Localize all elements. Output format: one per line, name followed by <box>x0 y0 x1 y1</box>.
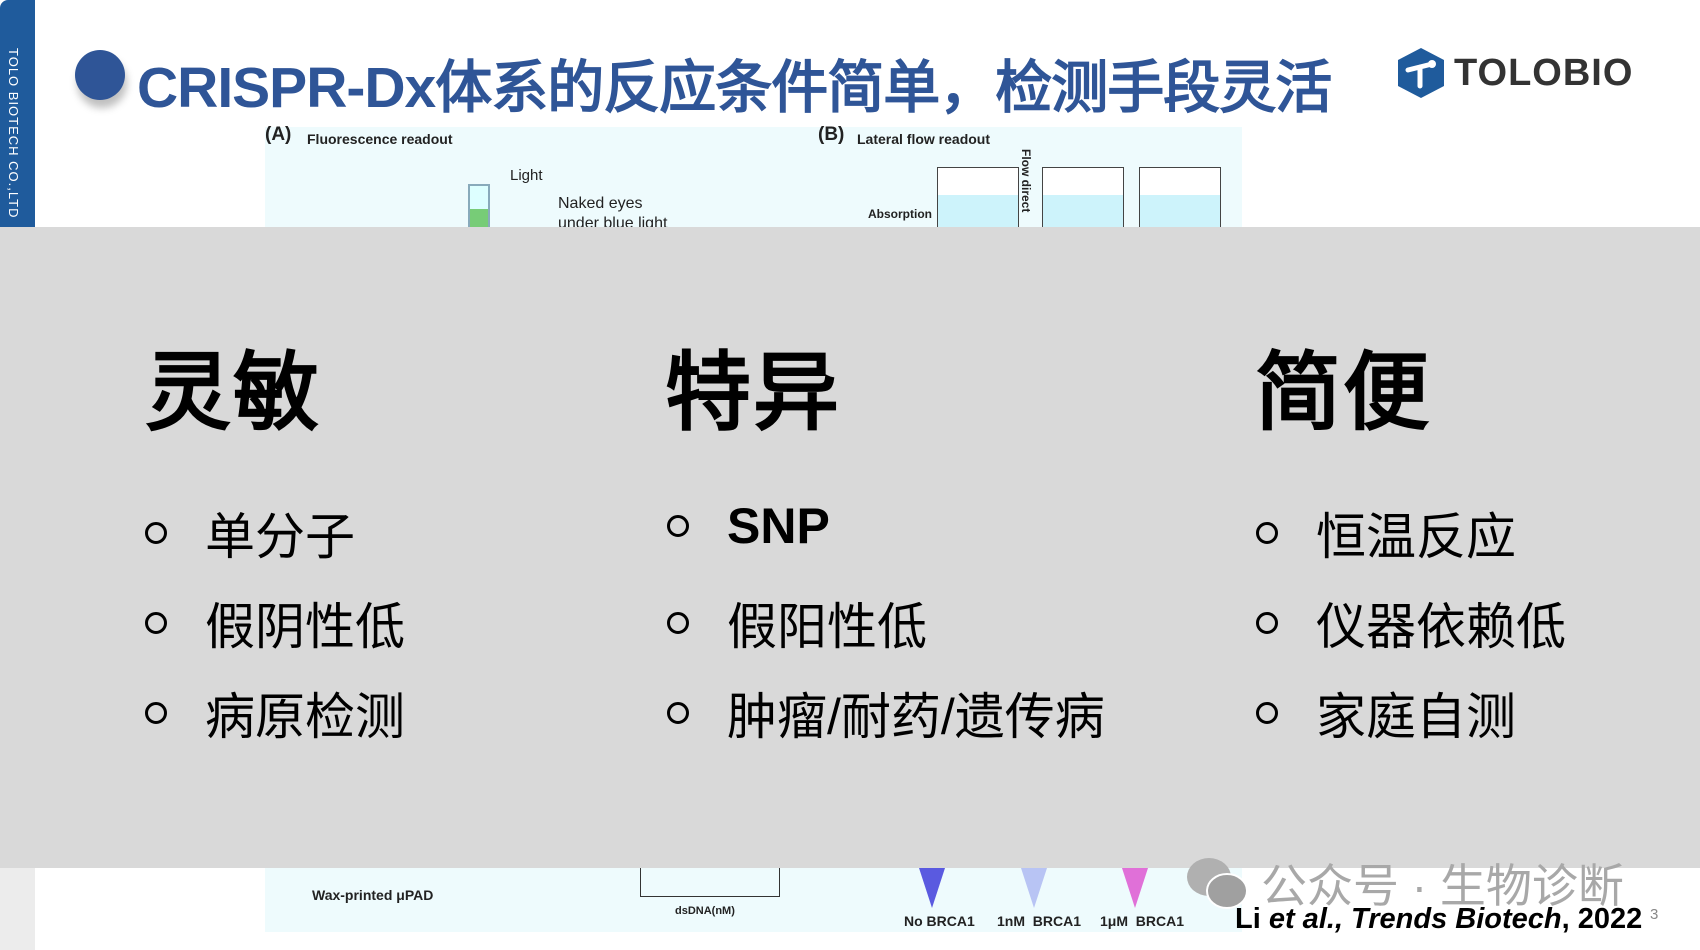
item-text: SNP <box>727 498 830 554</box>
watermark-text: 公众号 · 生物诊断 <box>1261 860 1624 912</box>
flow-label: Flow direct <box>1019 149 1033 213</box>
strip <box>937 167 1019 237</box>
strip <box>1042 167 1124 237</box>
item-text: 假阴性低 <box>205 599 405 655</box>
panel-a-title: Fluorescence readout <box>307 131 453 147</box>
summary-overlay: 灵敏 特异 简便 单分子 假阴性低 病原检测 SNP 假阳性低 肿瘤/耐药/遗传… <box>0 227 1700 868</box>
dsdna-label: dsDNA(nM) <box>675 905 735 917</box>
item-text: 仪器依赖低 <box>1316 599 1566 655</box>
title-bullet-icon <box>75 50 125 100</box>
bullet-icon <box>667 702 689 724</box>
bullet-icon <box>1256 702 1278 724</box>
list-item: 假阳性低 <box>667 587 927 659</box>
citation-year: , 2022 <box>1561 903 1643 935</box>
heading-simple: 简便 <box>1255 345 1431 441</box>
logo-text: TOLOBIO <box>1454 51 1634 94</box>
list-item: 仪器依赖低 <box>1256 587 1566 659</box>
citation-author: Li <box>1235 903 1269 935</box>
naked-eyes-label: Naked eyes <box>558 195 643 212</box>
list-item: 病原检测 <box>145 677 405 749</box>
tube-label: 1nM BRCA1 <box>997 913 1082 929</box>
sidebar-band <box>0 0 35 227</box>
bullet-icon <box>145 612 167 634</box>
list-item: SNP <box>667 497 830 555</box>
tube-icon <box>1021 868 1047 908</box>
bullet-icon <box>1256 522 1278 544</box>
item-text: 恒温反应 <box>1316 509 1516 565</box>
item-text: 病原检测 <box>205 689 405 745</box>
citation-etal: et al. <box>1268 903 1335 935</box>
item-text: 假阳性低 <box>727 599 927 655</box>
tube-icon <box>919 868 945 908</box>
heading-specific: 特异 <box>665 345 841 441</box>
company-name: TOLO BIOTECH CO.,LTD <box>6 48 21 219</box>
list-item: 假阴性低 <box>145 587 405 659</box>
item-text: 家庭自测 <box>1316 689 1516 745</box>
logo: TOLOBIO <box>1398 48 1633 98</box>
citation-journal: , Trends Biotech <box>1334 903 1562 935</box>
sidebar-lower <box>0 868 35 950</box>
list-item: 肿瘤/耐药/遗传病 <box>667 677 1105 749</box>
panel-b-title: Lateral flow readout <box>857 131 991 147</box>
light-label: Light <box>510 167 543 184</box>
tube-icon <box>1122 868 1148 908</box>
bullet-icon <box>145 522 167 544</box>
bullet-icon <box>667 515 689 537</box>
list-item: 单分子 <box>145 497 355 569</box>
tube-label: 1μM BRCA1 <box>1100 913 1185 929</box>
strip <box>1139 167 1221 237</box>
tube-label: No BRCA1 <box>904 913 975 929</box>
item-text: 单分子 <box>205 509 355 565</box>
bullet-icon <box>145 702 167 724</box>
wechat-icon <box>1187 858 1248 909</box>
heading-sensitive: 灵敏 <box>145 345 321 441</box>
panel-a-label: (A) <box>265 124 292 145</box>
wax-label: Wax-printed μPAD <box>312 887 434 903</box>
panel-b-label: (B) <box>818 124 845 145</box>
page-title: CRISPR-Dx体系的反应条件简单，检测手段灵活 <box>137 56 1332 120</box>
bullet-icon <box>1256 612 1278 634</box>
tolobio-logo-icon <box>1398 48 1444 98</box>
list-item: 家庭自测 <box>1256 677 1516 749</box>
list-item: 恒温反应 <box>1256 497 1516 569</box>
item-text: 肿瘤/耐药/遗传病 <box>727 689 1105 745</box>
bullet-icon <box>667 612 689 634</box>
absorption-label: Absorption <box>868 207 932 221</box>
page-number: 3 <box>1650 906 1659 923</box>
plot-frame <box>640 867 780 897</box>
citation: Li et al., Trends Biotech, 2022 <box>1235 903 1642 936</box>
watermark: 公众号 · 生物诊断 <box>1185 850 1624 916</box>
